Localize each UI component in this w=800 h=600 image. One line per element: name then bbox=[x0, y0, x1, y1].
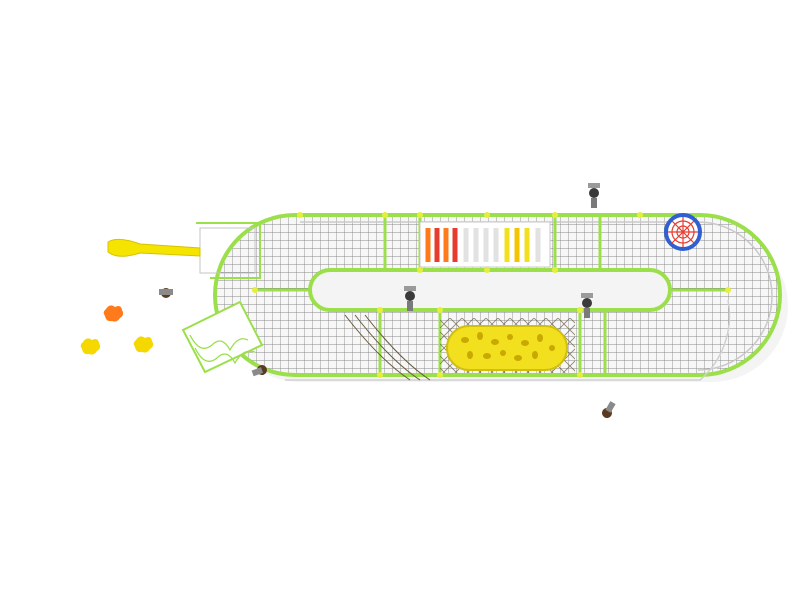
zigzag-net-ramp bbox=[181, 300, 264, 374]
stepping-stones bbox=[80, 305, 154, 355]
tube-slide bbox=[107, 222, 261, 279]
color-plank-bridge bbox=[419, 221, 551, 268]
spider-web-net bbox=[664, 213, 702, 251]
yellow-climbing-capsule bbox=[446, 325, 568, 371]
frame-joints bbox=[252, 212, 731, 378]
children-figures bbox=[159, 183, 616, 418]
